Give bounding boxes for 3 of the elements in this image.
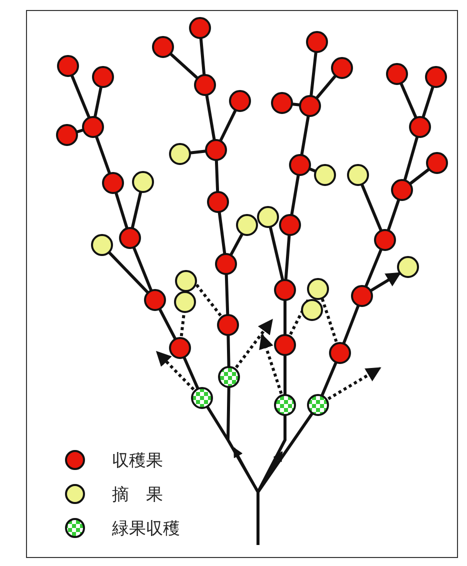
legend-label: 収穫果 xyxy=(112,450,163,472)
legend-label: 緑果収穫 xyxy=(112,518,180,540)
legend-label: 摘 果 xyxy=(112,484,163,506)
